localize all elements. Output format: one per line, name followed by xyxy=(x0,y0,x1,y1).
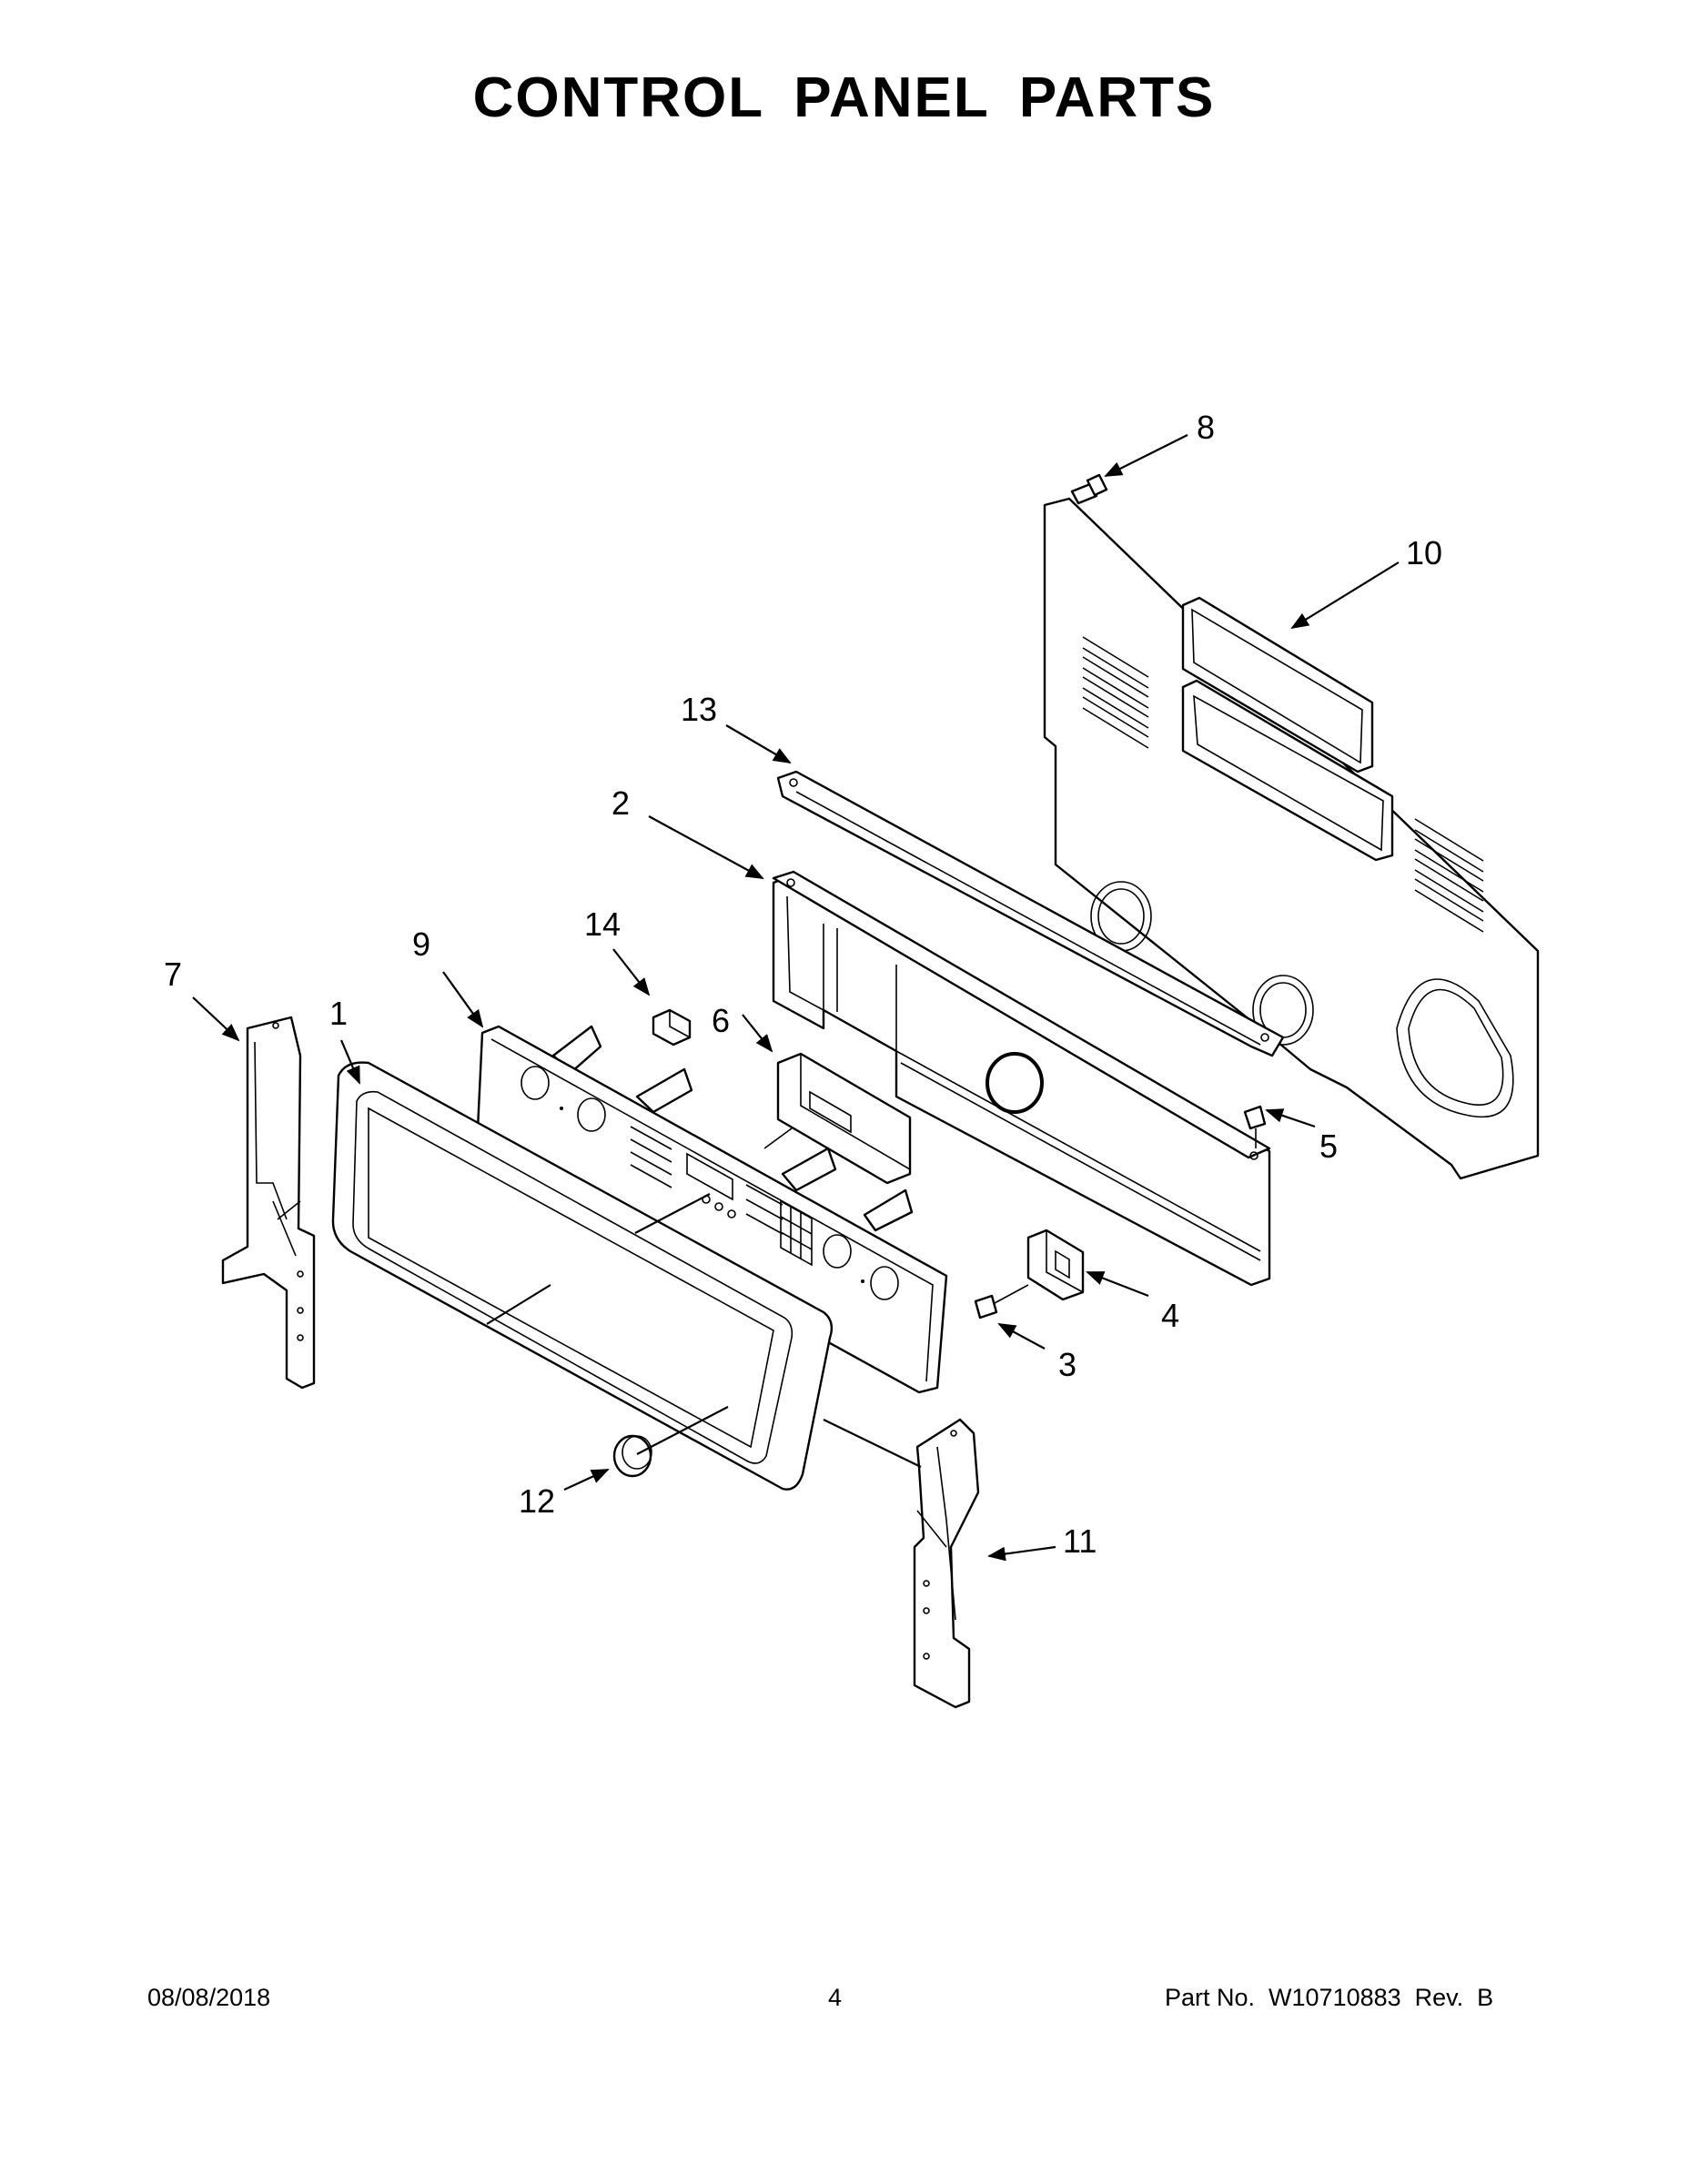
callout-14: 14 xyxy=(584,905,621,943)
callout-2: 2 xyxy=(612,784,630,822)
part-2-bracket xyxy=(772,870,1271,1287)
callout-8: 8 xyxy=(1197,409,1215,446)
callout-6: 6 xyxy=(712,1002,730,1039)
callout-10: 10 xyxy=(1406,534,1442,571)
part-8-screw xyxy=(1070,473,1108,505)
part-6-control-board xyxy=(763,1052,912,1185)
part-10-rear-panel xyxy=(1043,497,1540,1180)
callout-11: 11 xyxy=(1063,1522,1097,1560)
part-9-console-overlay xyxy=(475,1025,948,1394)
callout-13: 13 xyxy=(681,691,717,728)
page-title: CONTROL PANEL PARTS xyxy=(472,66,1216,129)
part-4-switch xyxy=(1026,1228,1085,1301)
part-12-knob xyxy=(612,1434,652,1478)
part-7-left-bracket xyxy=(221,1016,316,1390)
footer-part-number: Part No. W10710883 Rev. B xyxy=(1165,1984,1494,2011)
callout-5: 5 xyxy=(1319,1127,1338,1165)
part-3-screw xyxy=(974,1284,1029,1320)
footer-date: 08/08/2018 xyxy=(147,1984,271,2011)
callout-labels: 1 2 3 4 5 6 7 8 9 10 11 12 13 14 xyxy=(164,409,1442,1560)
part-14-clip xyxy=(652,1008,692,1046)
assembly-lines xyxy=(486,1193,922,1468)
callout-9: 9 xyxy=(412,925,430,963)
part-11-right-bracket xyxy=(913,1418,980,1709)
part-13-rail xyxy=(776,770,1285,1057)
part-1-trim xyxy=(331,1061,834,1491)
footer-page-number: 4 xyxy=(828,1984,843,2011)
callout-7: 7 xyxy=(164,956,182,993)
part-5-screw xyxy=(1243,1105,1267,1148)
callout-4: 4 xyxy=(1161,1297,1179,1334)
callout-3: 3 xyxy=(1058,1346,1076,1383)
callout-1: 1 xyxy=(329,995,348,1032)
callout-arrows xyxy=(192,434,1400,1562)
callout-12: 12 xyxy=(519,1482,555,1520)
